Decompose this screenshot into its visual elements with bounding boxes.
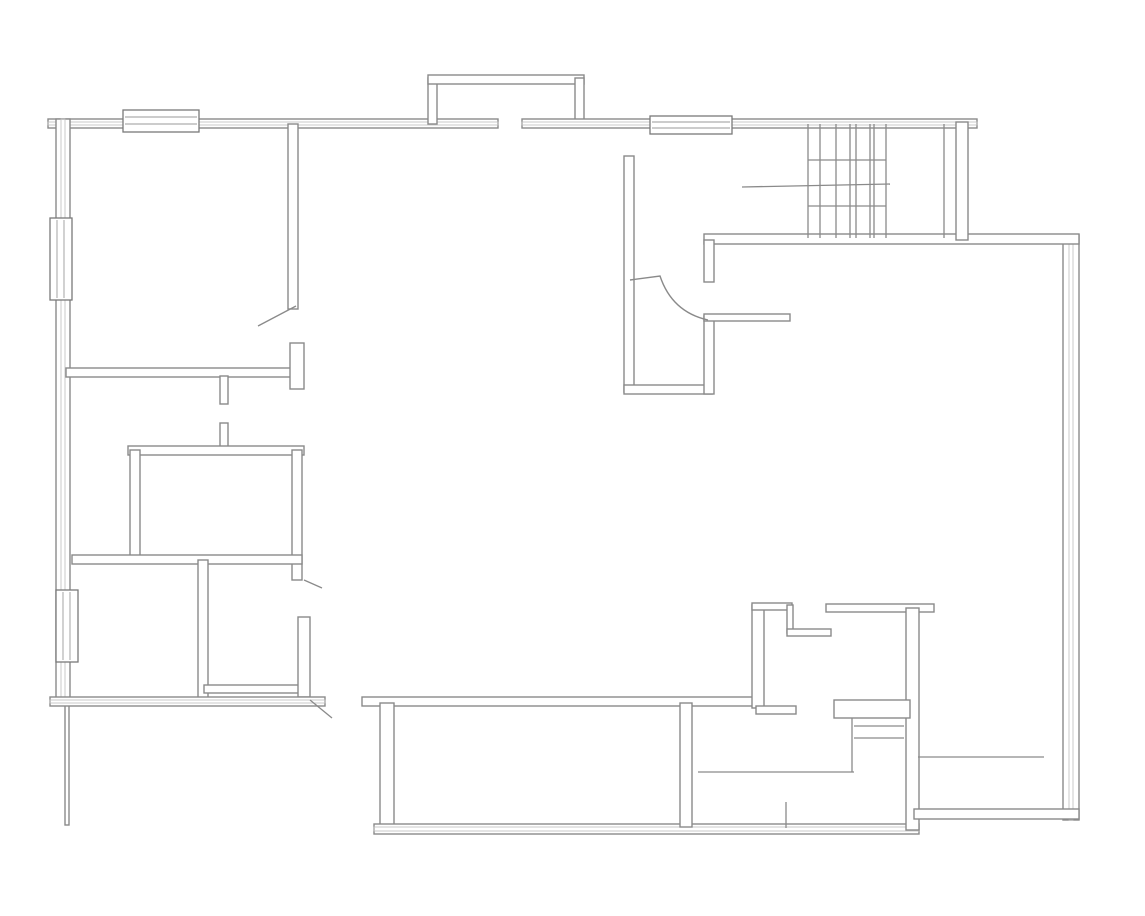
wall-interior-tl-vertical: [287, 123, 299, 310]
thin-lines: [257, 183, 1044, 828]
wall-util-top-right: [825, 603, 935, 613]
wall-closet2-right: [703, 315, 715, 395]
wall-interior-h1: [65, 367, 299, 378]
window-top-right: [649, 115, 733, 135]
wall-right-upper-drop: [703, 239, 715, 283]
wall-bottom-left: [49, 696, 326, 707]
wall-closet2-bottom: [623, 384, 713, 395]
wall-interior-post: [289, 342, 305, 390]
wall-box-top: [127, 445, 305, 456]
wall-util-top: [751, 602, 793, 611]
wall-top-right-post: [955, 121, 969, 241]
wall-interior-stub: [219, 375, 229, 405]
wall-util-step: [786, 628, 832, 637]
wall-closet2-left: [623, 155, 635, 393]
wall-box-right: [291, 449, 303, 581]
wall-bump-top: [427, 74, 585, 85]
wall-right-upper: [703, 233, 1080, 245]
wall-bottom-floor: [373, 823, 920, 835]
wall-util-left: [751, 604, 765, 709]
wall-closet-bottom: [203, 684, 303, 694]
wall-right-bottom: [913, 808, 1080, 820]
wall-bottom-middle: [361, 696, 758, 707]
door-swing-icon: [629, 275, 709, 321]
wall-right-outer: [1062, 234, 1080, 821]
window-left-upper: [49, 217, 73, 301]
wall-bump-right: [574, 77, 585, 125]
wall-util-shelf: [833, 699, 911, 719]
walls: [47, 74, 1080, 835]
wall-util-bottom: [755, 705, 797, 715]
wall-bottom-middle-left: [379, 702, 395, 834]
window-top-left: [122, 109, 200, 133]
wall-box-bottom: [71, 554, 303, 565]
wall-closet-left: [197, 559, 209, 701]
shelf-lines: [854, 725, 904, 739]
wall-bump-left: [427, 77, 438, 125]
wall-closet-right: [297, 616, 311, 698]
window-left-lower: [55, 589, 79, 663]
wall-interior-stub2: [219, 422, 229, 449]
wall-top-right: [521, 118, 978, 129]
wall-util-right: [905, 607, 920, 831]
wall-box-left: [129, 449, 141, 561]
wall-closet2-jamb: [703, 313, 791, 322]
wall-bottom-divider: [679, 702, 693, 828]
windows: [49, 109, 733, 663]
staircase-icon: [807, 124, 945, 238]
wall-left-extension: [64, 704, 70, 826]
